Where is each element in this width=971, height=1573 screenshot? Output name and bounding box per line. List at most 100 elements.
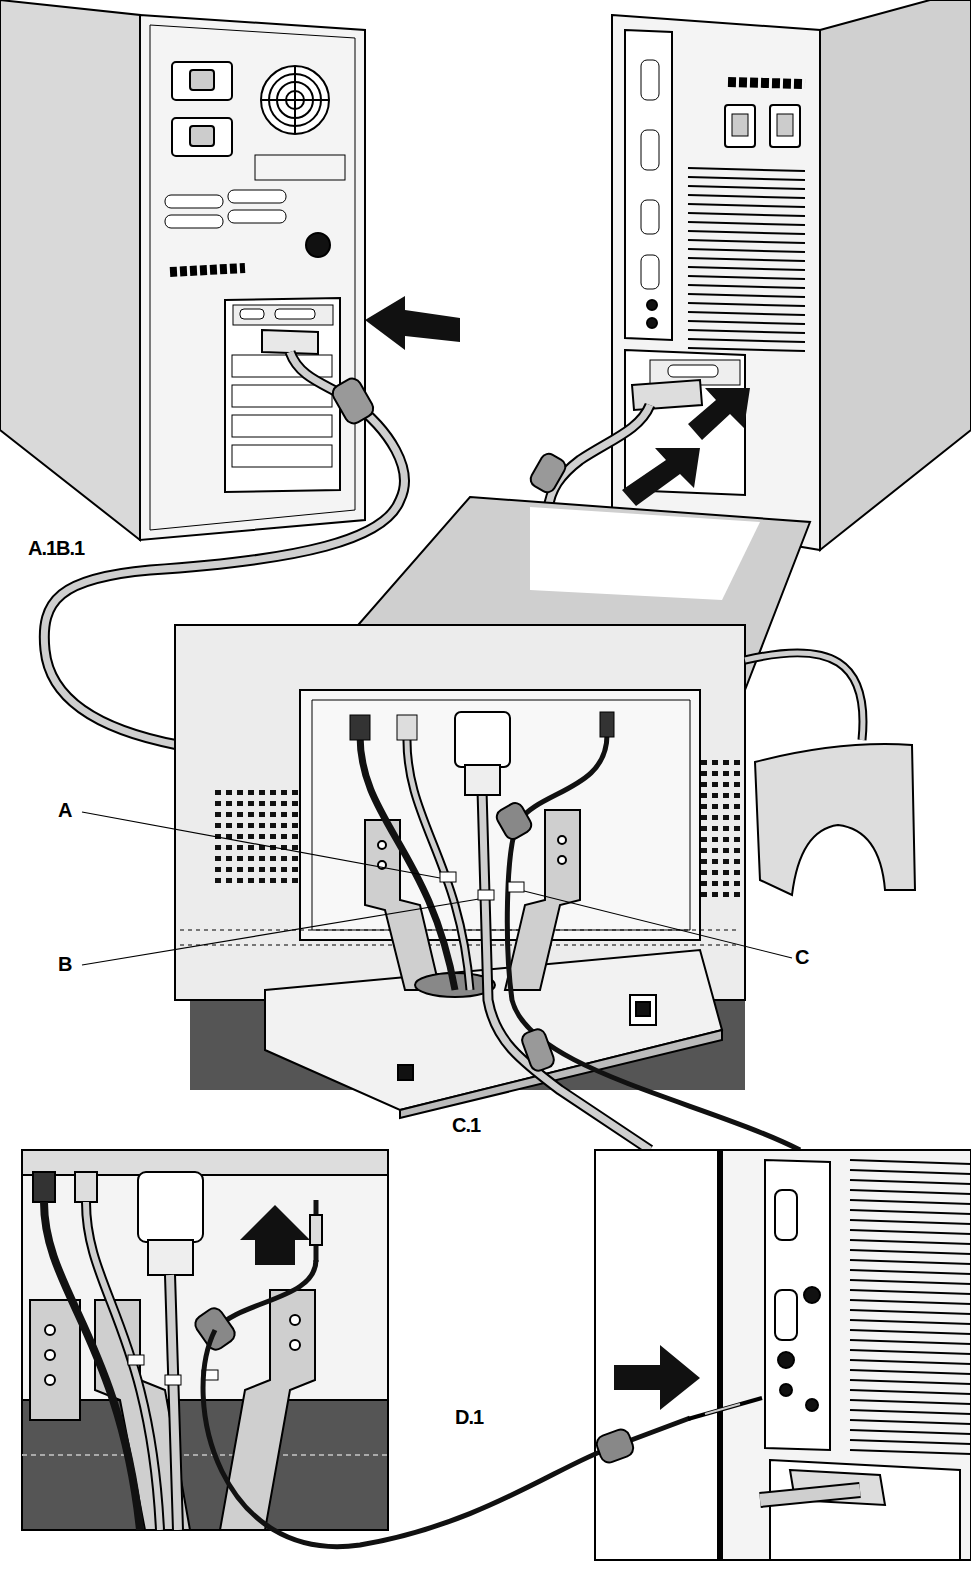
vent-hole <box>723 793 729 798</box>
detail-inset-part-part <box>170 1275 178 1530</box>
detail-inset-part-part <box>215 1260 316 1330</box>
vent-slot <box>688 258 805 261</box>
vent-hole <box>292 834 298 839</box>
vent-hole <box>734 760 740 765</box>
vent-hole <box>701 815 707 820</box>
vent-hole <box>215 845 221 850</box>
monitor-cables-part <box>520 1027 556 1073</box>
vent-hole <box>723 848 729 853</box>
vent-hole <box>237 790 243 795</box>
vent-hole <box>292 878 298 883</box>
vent-hole <box>712 793 718 798</box>
vent-hole <box>701 771 707 776</box>
vent-hole <box>259 812 265 817</box>
detail-inset <box>22 1150 388 1530</box>
vent-hole <box>712 837 718 842</box>
vent-hole <box>270 801 276 806</box>
vent-slot <box>850 1310 971 1314</box>
computer-tower-part <box>172 118 232 156</box>
vent-hole <box>723 859 729 864</box>
computer-tower-part <box>306 233 330 257</box>
vent-hole <box>248 812 254 817</box>
monitor-cables-part <box>600 712 614 737</box>
audio-cable-part <box>688 1398 762 1419</box>
stand-bracket-part <box>378 841 386 849</box>
vent-slot <box>850 1380 971 1384</box>
vent-hole <box>712 815 718 820</box>
vent-hole <box>248 823 254 828</box>
step-label: D.1 <box>455 1407 483 1427</box>
vent-hole <box>215 823 221 828</box>
computer-tower-part <box>255 155 345 180</box>
vent-hole <box>701 837 707 842</box>
vent-hole <box>712 848 718 853</box>
vent-slot <box>688 330 805 333</box>
vent-hole <box>723 870 729 875</box>
vent-hole <box>712 859 718 864</box>
vent-hole <box>723 815 729 820</box>
detail-inset-part-part <box>722 1150 971 1560</box>
monitor-cables-part <box>507 735 800 1150</box>
computer-tower-part <box>228 210 286 223</box>
vent-hole <box>215 812 221 817</box>
vent-hole <box>281 823 287 828</box>
vent-hole <box>215 790 221 795</box>
vent-slot <box>850 1450 971 1454</box>
vent-hole <box>215 856 221 861</box>
vent-hole <box>734 804 740 809</box>
detail-inset-part <box>22 1150 388 1530</box>
vent-hole <box>226 823 232 828</box>
computer-tower-part <box>172 62 232 100</box>
computer-tower-part <box>641 255 659 289</box>
vent-slot <box>850 1170 971 1174</box>
detail-inset-part-part <box>138 1172 203 1242</box>
vent-slot <box>850 1420 971 1424</box>
vent-hole <box>712 804 718 809</box>
cable-tie-part <box>440 872 456 882</box>
detail-inset-part-part <box>86 1202 160 1530</box>
detail-inset-part-part <box>192 1305 238 1353</box>
vent-hole <box>259 823 265 828</box>
vent-slot <box>850 1330 971 1334</box>
leader-line-part <box>82 898 485 965</box>
detail-inset-part-part <box>45 1325 55 1335</box>
vent-hole <box>281 867 287 872</box>
vent-hole <box>237 834 243 839</box>
step-label: C.1 <box>452 1115 480 1135</box>
vent-hole <box>259 834 265 839</box>
vent-slot <box>850 1200 971 1204</box>
computer-tower-part <box>232 385 332 407</box>
vent-slot <box>688 276 805 279</box>
computer-tower-part <box>232 445 332 467</box>
audio-cable-part <box>594 1427 636 1465</box>
vent-slot <box>850 1440 971 1444</box>
vent-hole <box>723 892 729 897</box>
vent-slot <box>688 204 805 207</box>
vent-hole <box>248 878 254 883</box>
vent-slot <box>850 1390 971 1394</box>
direction-arrow-part <box>688 388 750 440</box>
computer-tower-part <box>725 105 755 147</box>
detail-inset-part-part <box>775 1190 797 1240</box>
vent-slot <box>850 1400 971 1404</box>
vent-hole <box>248 801 254 806</box>
vent-hole <box>734 870 740 875</box>
vent-hole <box>270 867 276 872</box>
cable-tie-part <box>508 882 524 892</box>
detail-inset-part-part <box>804 1287 820 1303</box>
vent-hole <box>281 801 287 806</box>
vent-hole <box>734 793 740 798</box>
vent-slot <box>850 1160 971 1164</box>
vent-slot <box>688 240 805 243</box>
detail-inset-part <box>595 1150 971 1560</box>
detail-inset-part-part <box>75 1172 97 1202</box>
computer-tower-part <box>150 25 355 530</box>
monitor-cables-part <box>407 735 470 990</box>
computer-tower-part <box>641 200 659 234</box>
vent-hole <box>723 881 729 886</box>
vent-hole <box>226 812 232 817</box>
detail-inset-part-part <box>760 1490 860 1500</box>
vent-hole <box>701 881 707 886</box>
vent-hole <box>226 878 232 883</box>
computer-tower-part <box>190 70 214 90</box>
